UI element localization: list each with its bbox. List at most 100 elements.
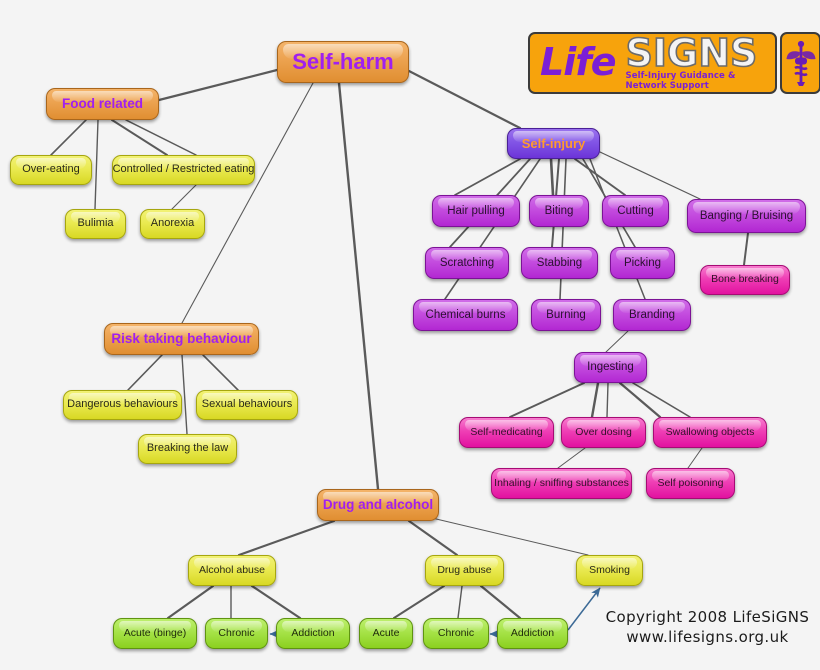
node-label: Biting: [544, 204, 574, 217]
copyright-line-2: www.lifesigns.org.uk: [626, 628, 789, 647]
node-label: Anorexia: [150, 217, 195, 230]
edge-alcohol-abuse-to-acute-binge: [166, 584, 215, 620]
edge-alcohol-abuse-to-addiction-alcohol: [250, 584, 302, 620]
node-label: Breaking the law: [146, 442, 229, 455]
edge-self-harm-to-risk-taking-behaviour: [181, 82, 314, 324]
node-drug-and-alcohol[interactable]: Drug and alcohol: [317, 489, 439, 521]
logo-life-text: Life: [540, 40, 617, 84]
edge-ingesting-to-over-dosing2: [606, 382, 609, 418]
edge-self-injury-to-biting: [549, 157, 555, 197]
node-self-poisoning[interactable]: Self poisoning: [646, 468, 735, 499]
edge-risk-taking-behaviour-to-dangerous-behaviours: [127, 354, 163, 391]
node-label: Dangerous behaviours: [67, 398, 178, 411]
node-addiction-alcohol[interactable]: Addiction: [276, 618, 350, 649]
node-label: Hair pulling: [447, 204, 505, 217]
node-food-related[interactable]: Food related: [46, 88, 159, 120]
node-chronic-alcohol[interactable]: Chronic: [205, 618, 268, 649]
node-self-injury[interactable]: Self-injury: [507, 128, 600, 159]
node-label: Ingesting: [587, 361, 634, 374]
arrow-addiction-to-smoking: [567, 587, 601, 631]
node-label: Acute (binge): [123, 626, 187, 639]
edge-food-related-to-controlled-restricted-eating2: [125, 119, 197, 156]
node-anorexia[interactable]: Anorexia: [140, 209, 205, 239]
node-biting[interactable]: Biting: [529, 195, 589, 227]
node-label: Swallowing objects: [665, 425, 755, 438]
node-label: Addiction: [291, 626, 335, 639]
node-label: Drug abuse: [437, 563, 492, 576]
node-scratching[interactable]: Scratching: [425, 247, 509, 279]
node-label: Food related: [61, 95, 143, 111]
edge-controlled-restricted-eating-to-anorexia: [171, 184, 197, 210]
logo-signs-block: SIGNS Self-Injury Guidance & Network Sup…: [622, 33, 771, 92]
node-self-harm[interactable]: Self-harm: [277, 41, 409, 83]
node-over-dosing[interactable]: Over dosing: [561, 417, 646, 448]
node-label: Over-eating: [22, 163, 80, 176]
node-stabbing[interactable]: Stabbing: [521, 247, 598, 279]
edge-ingesting-to-self-medicating: [509, 382, 585, 418]
edge-food-related-to-controlled-restricted-eating: [111, 119, 168, 156]
node-label: Chronic: [218, 626, 255, 639]
edge-risk-taking-behaviour-to-breaking-the-law: [181, 354, 188, 435]
node-label: Self-injury: [521, 135, 586, 151]
node-picking[interactable]: Picking: [610, 247, 675, 279]
node-over-eating[interactable]: Over-eating: [10, 155, 92, 185]
edge-banging-bruising-to-bone-breaking: [743, 232, 749, 266]
node-label: Stabbing: [536, 256, 583, 269]
node-self-medicating[interactable]: Self-medicating: [459, 417, 554, 448]
edge-drug-abuse-to-acute-drug: [393, 585, 445, 619]
node-label: Controlled / Restricted eating: [112, 163, 255, 176]
node-bone-breaking[interactable]: Bone breaking: [700, 265, 790, 295]
node-label: Bulimia: [77, 217, 114, 230]
node-label: Self poisoning: [657, 476, 724, 489]
node-label: Burning: [546, 308, 586, 321]
node-alcohol-abuse[interactable]: Alcohol abuse: [188, 555, 276, 586]
logo-tagline: Self-Injury Guidance & Network Support: [625, 71, 736, 92]
node-swallowing-objects[interactable]: Swallowing objects: [653, 417, 767, 448]
node-label: Chronic: [437, 626, 475, 639]
edge-drug-and-alcohol-to-drug-abuse: [407, 519, 459, 557]
node-inhaling-sniffing-substances[interactable]: Inhaling / sniffing substances: [491, 468, 632, 499]
node-label: Bone breaking: [711, 273, 779, 286]
node-label: Picking: [623, 256, 662, 269]
node-label: Inhaling / sniffing substances: [494, 476, 629, 489]
node-bulimia[interactable]: Bulimia: [65, 209, 126, 239]
node-smoking[interactable]: Smoking: [576, 555, 643, 586]
node-breaking-the-law[interactable]: Breaking the law: [138, 434, 237, 464]
node-sexual-behaviours[interactable]: Sexual behaviours: [196, 390, 298, 420]
node-chronic-drug[interactable]: Chronic: [423, 618, 489, 649]
node-controlled-restricted-eating[interactable]: Controlled / Restricted eating: [112, 155, 255, 185]
node-label: Cutting: [617, 204, 654, 217]
edge-food-related-to-bulimia: [94, 119, 99, 210]
node-label: Self-medicating: [470, 425, 543, 438]
edge-drug-abuse-to-chronic-drug: [457, 585, 463, 619]
node-acute-binge[interactable]: Acute (binge): [113, 618, 197, 649]
node-risk-taking-behaviour[interactable]: Risk taking behaviour: [104, 323, 259, 355]
node-label: Banging / Bruising: [699, 209, 794, 222]
edge-self-harm-to-self-injury: [407, 69, 522, 130]
edge-self-injury-to-banging-bruising: [599, 151, 701, 200]
node-hair-pulling[interactable]: Hair pulling: [432, 195, 520, 227]
node-banging-bruising[interactable]: Banging / Bruising: [687, 199, 806, 233]
node-label: Risk taking behaviour: [111, 330, 252, 346]
node-label: Acute: [372, 626, 400, 639]
node-dangerous-behaviours[interactable]: Dangerous behaviours: [63, 390, 182, 420]
edge-food-related-to-over-eating: [50, 119, 87, 156]
edge-self-harm-to-food-related: [157, 68, 279, 102]
node-branding[interactable]: Branding: [613, 299, 691, 331]
node-cutting[interactable]: Cutting: [602, 195, 669, 227]
lifesigns-logo[interactable]: Life SIGNS Self-Injury Guidance & Networ…: [528, 32, 820, 94]
node-label: Chemical burns: [425, 308, 506, 321]
node-addiction-drug[interactable]: Addiction: [497, 618, 568, 649]
node-label: Self-harm: [292, 49, 394, 75]
node-acute-drug[interactable]: Acute: [359, 618, 413, 649]
node-burning[interactable]: Burning: [531, 299, 601, 331]
node-ingesting[interactable]: Ingesting: [574, 352, 647, 383]
edge-self-injury-to-hair-pulling: [454, 158, 521, 196]
caduceus-icon: [780, 32, 820, 94]
node-label: Drug and alcohol: [322, 496, 434, 512]
edge-ingesting-to-over-dosing: [590, 381, 600, 419]
edge-drug-and-alcohol-to-smoking: [431, 517, 589, 556]
edge-swallowing-objects-to-self-poisoning: [687, 447, 703, 469]
node-chemical-burns[interactable]: Chemical burns: [413, 299, 518, 331]
node-drug-abuse[interactable]: Drug abuse: [425, 555, 504, 586]
